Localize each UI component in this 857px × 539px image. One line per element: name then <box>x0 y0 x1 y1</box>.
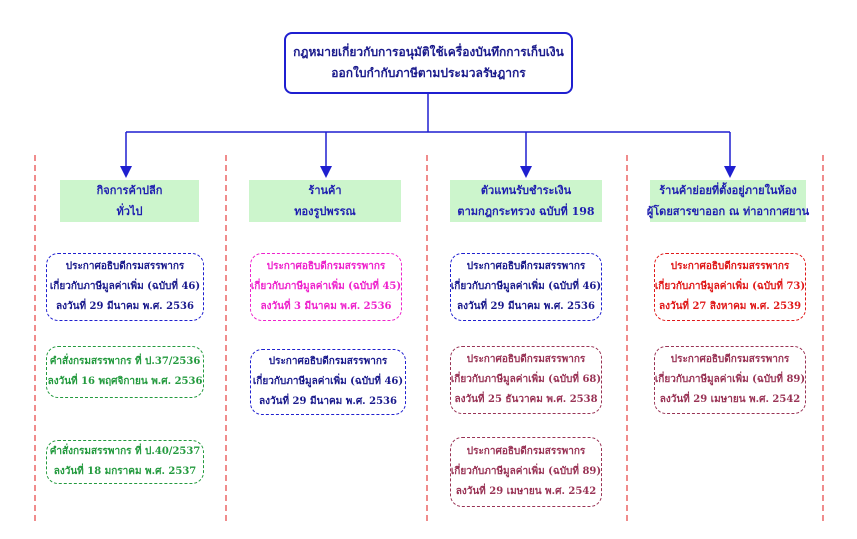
header-line2: ตามกฎกระทรวง ฉบับที่ 198 <box>457 205 595 218</box>
order-line2: ลงวันที่ 18 มกราคม พ.ศ. 2537 <box>53 466 197 477</box>
regulation-line3: ลงวันที่ 3 มีนาคม พ.ศ. 2536 <box>260 301 392 312</box>
order-line1: คำสั่งกรมสรรพากร ที่ ป.37/2536 <box>49 356 201 367</box>
regulation-line1: ประกาศอธิบดีกรมสรรพากร <box>670 261 790 272</box>
regulation-box: ประกาศอธิบดีกรมสรรพากร เกี่ยวกับภาษีมูลค… <box>654 346 806 414</box>
regulation-box: ประกาศอธิบดีกรมสรรพากร เกี่ยวกับภาษีมูลค… <box>654 253 806 321</box>
regulation-line1: ประกาศอธิบดีกรมสรรพากร <box>466 446 586 457</box>
order-line2: ลงวันที่ 16 พฤศจิกายน พ.ศ. 2536 <box>47 376 203 387</box>
header-line1: ร้านค้า <box>308 184 342 197</box>
category-header-gold-shop: ร้านค้า ทองรูปพรรณ <box>249 180 401 222</box>
regulation-box: ประกาศอธิบดีกรมสรรพากร เกี่ยวกับภาษีมูลค… <box>250 253 402 321</box>
regulation-line2: เกี่ยวกับภาษีมูลค่าเพิ่ม (ฉบับที่ 73) <box>654 281 806 292</box>
regulation-line2: เกี่ยวกับภาษีมูลค่าเพิ่ม (ฉบับที่ 45) <box>250 281 402 292</box>
regulation-line3: ลงวันที่ 25 ธันวาคม พ.ศ. 2538 <box>454 394 598 405</box>
regulation-line1: ประกาศอธิบดีกรมสรรพากร <box>466 261 586 272</box>
root-title-line1: กฎหมายเกี่ยวกับการอนุมัติใช้เครื่องบันทึ… <box>293 45 564 59</box>
regulation-line1: ประกาศอธิบดีกรมสรรพากร <box>266 261 386 272</box>
regulation-line3: ลงวันที่ 29 มีนาคม พ.ศ. 2536 <box>56 301 194 312</box>
regulation-box: ประกาศอธิบดีกรมสรรพากร เกี่ยวกับภาษีมูลค… <box>250 349 406 415</box>
regulation-line3: ลงวันที่ 27 สิงหาคม พ.ศ. 2539 <box>658 301 802 312</box>
category-header-airport-shop: ร้านค้าย่อยที่ตั้งอยู่ภายในห้อง ผู้โดยสา… <box>646 180 810 222</box>
regulation-line2: เกี่ยวกับภาษีมูลค่าเพิ่ม (ฉบับที่ 89) <box>450 466 602 477</box>
regulation-line2: เกี่ยวกับภาษีมูลค่าเพิ่ม (ฉบับที่ 46) <box>49 281 201 292</box>
regulation-box: ประกาศอธิบดีกรมสรรพากร เกี่ยวกับภาษีมูลค… <box>450 346 602 414</box>
header-line1: กิจการค้าปลีก <box>96 184 163 197</box>
header-line1: ตัวแทนรับชำระเงิน <box>480 184 572 197</box>
header-line2: ทั่วไป <box>116 205 143 218</box>
header-line2: ทองรูปพรรณ <box>294 205 356 218</box>
regulation-line2: เกี่ยวกับภาษีมูลค่าเพิ่ม (ฉบับที่ 46) <box>450 281 602 292</box>
regulation-line2: เกี่ยวกับภาษีมูลค่าเพิ่ม (ฉบับที่ 89) <box>654 374 806 385</box>
regulation-line1: ประกาศอธิบดีกรมสรรพากร <box>466 354 586 365</box>
regulation-line3: ลงวันที่ 29 มีนาคม พ.ศ. 2536 <box>457 301 595 312</box>
root-title-line2: ออกใบกำกับภาษีตามประมวลรัษฎากร <box>331 66 526 80</box>
regulation-box: ประกาศอธิบดีกรมสรรพากร เกี่ยวกับภาษีมูลค… <box>46 253 204 321</box>
regulation-line2: เกี่ยวกับภาษีมูลค่าเพิ่ม (ฉบับที่ 46) <box>252 376 404 387</box>
regulation-line2: เกี่ยวกับภาษีมูลค่าเพิ่ม (ฉบับที่ 68) <box>450 374 602 385</box>
header-line1: ร้านค้าย่อยที่ตั้งอยู่ภายในห้อง <box>659 184 797 197</box>
order-line1: คำสั่งกรมสรรพากร ที่ ป.40/2537 <box>49 446 201 457</box>
regulation-line3: ลงวันที่ 29 เมษายน พ.ศ. 2542 <box>455 486 597 497</box>
category-header-retail: กิจการค้าปลีก ทั่วไป <box>60 180 199 222</box>
header-line2: ผู้โดยสารขาออก ณ ท่าอากาศยาน <box>646 205 810 218</box>
regulation-box: ประกาศอธิบดีกรมสรรพากร เกี่ยวกับภาษีมูลค… <box>450 253 602 321</box>
regulation-line1: ประกาศอธิบดีกรมสรรพากร <box>65 261 185 272</box>
order-box: คำสั่งกรมสรรพากร ที่ ป.40/2537 ลงวันที่ … <box>46 440 204 484</box>
regulation-line1: ประกาศอธิบดีกรมสรรพากร <box>670 354 790 365</box>
regulation-line3: ลงวันที่ 29 เมษายน พ.ศ. 2542 <box>659 394 801 405</box>
regulation-line1: ประกาศอธิบดีกรมสรรพากร <box>268 356 388 367</box>
regulation-line3: ลงวันที่ 29 มีนาคม พ.ศ. 2536 <box>259 396 397 407</box>
root-title-box: กฎหมายเกี่ยวกับการอนุมัติใช้เครื่องบันทึ… <box>284 32 573 94</box>
category-header-payment-agent: ตัวแทนรับชำระเงิน ตามกฎกระทรวง ฉบับที่ 1… <box>450 180 602 222</box>
order-box: คำสั่งกรมสรรพากร ที่ ป.37/2536 ลงวันที่ … <box>46 346 204 398</box>
regulation-box: ประกาศอธิบดีกรมสรรพากร เกี่ยวกับภาษีมูลค… <box>450 437 602 507</box>
